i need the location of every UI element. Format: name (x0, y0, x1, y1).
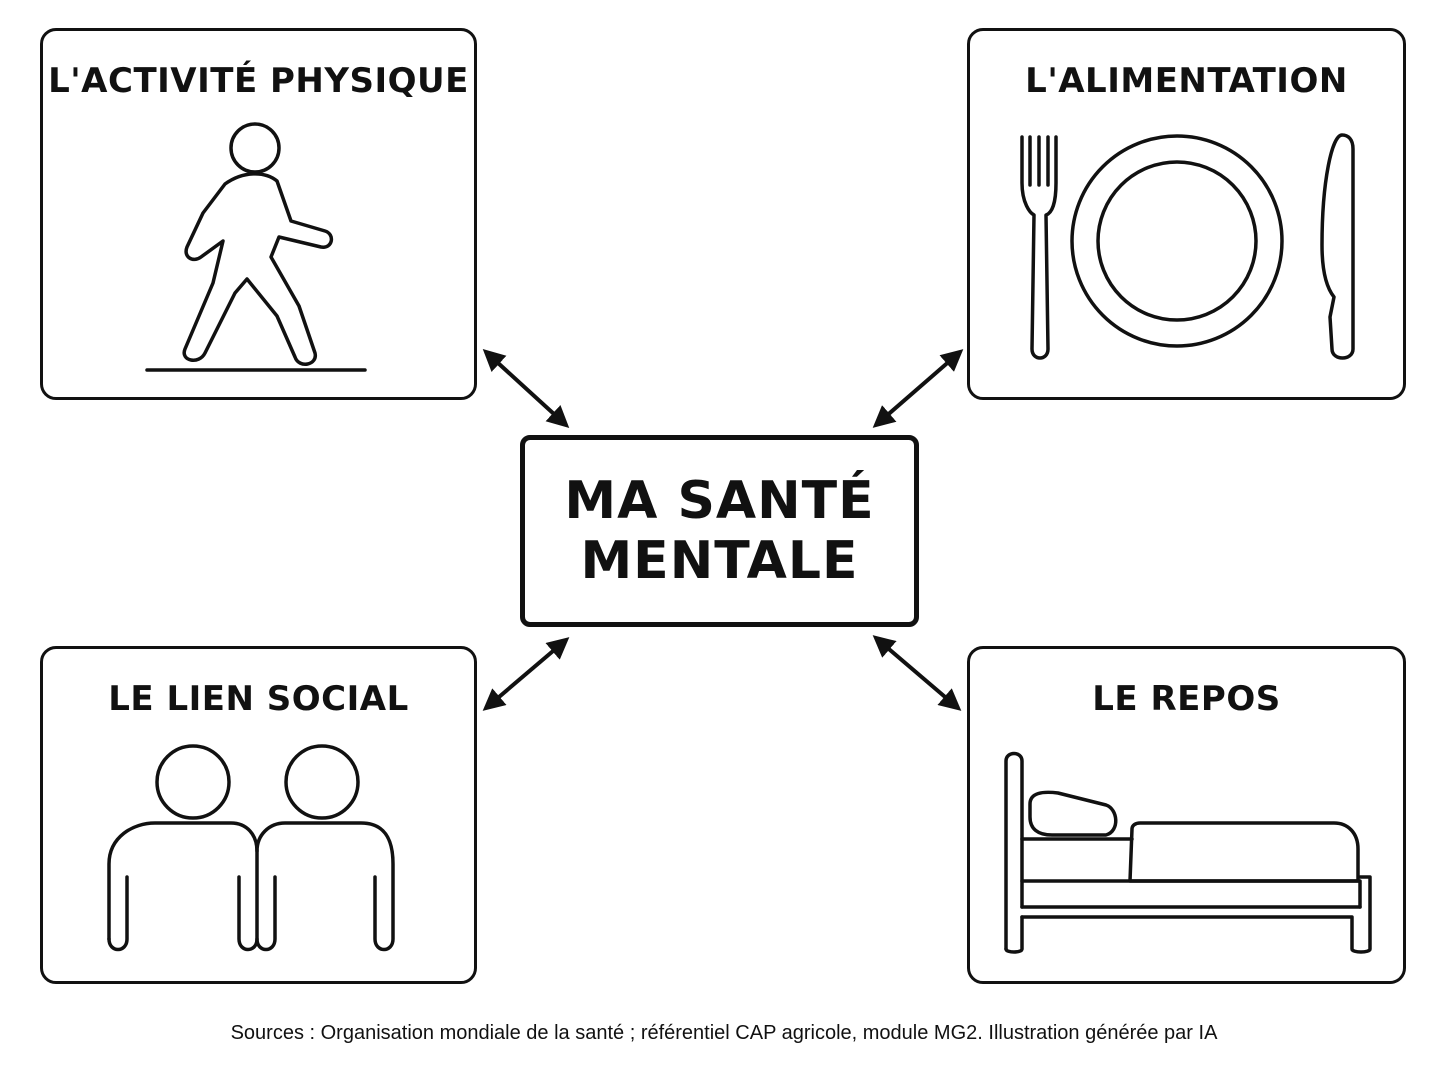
social-box: LE LIEN SOCIAL (40, 646, 477, 984)
walking-person-icon (145, 122, 367, 372)
food-title: L'ALIMENTATION (1025, 61, 1348, 101)
arrow-activity-center (482, 349, 570, 428)
rest-title: LE REPOS (1092, 679, 1281, 719)
center-title-line2: MENTALE (580, 531, 859, 591)
two-people-icon (107, 744, 395, 952)
sources-caption: Sources : Organisation mondiale de la sa… (230, 1022, 1218, 1044)
social-title: LE LIEN SOCIAL (108, 679, 409, 719)
arrow-rest-center (872, 635, 962, 711)
bed-icon (1004, 751, 1372, 954)
plate-fork-knife-icon (1020, 133, 1355, 360)
arrow-food-center (872, 349, 964, 428)
food-box: L'ALIMENTATION (967, 28, 1406, 400)
center-title-line1: MA SANTÉ (564, 471, 875, 531)
activity-title: L'ACTIVITÉ PHYSIQUE (48, 61, 469, 101)
activity-box: L'ACTIVITÉ PHYSIQUE (40, 28, 477, 400)
arrow-social-center (482, 637, 570, 711)
center-box: MA SANTÉ MENTALE (520, 435, 919, 627)
rest-box: LE REPOS (967, 646, 1406, 984)
